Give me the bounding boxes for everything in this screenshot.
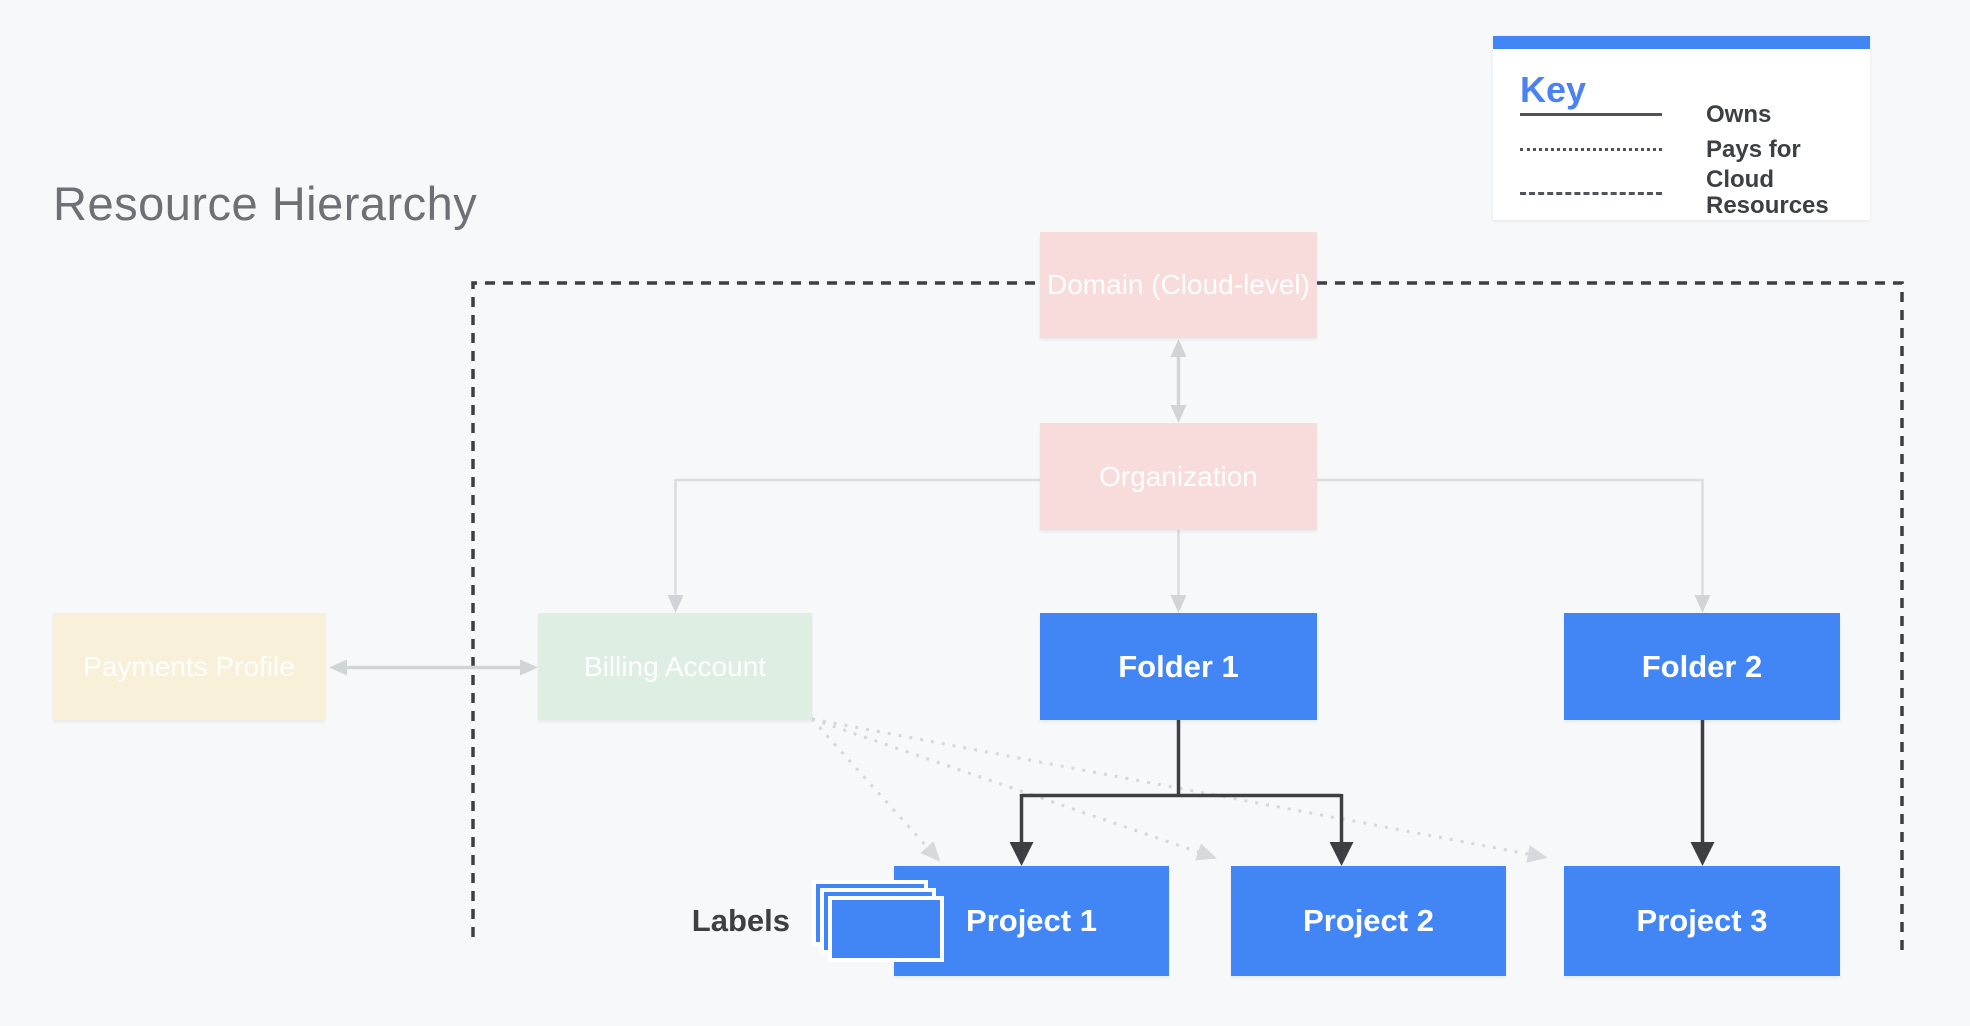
key-row-pays-for: Pays for [1493, 132, 1870, 167]
node-billing-account: Billing Account [538, 613, 812, 720]
pays-for-lines [810, 717, 1548, 863]
dashed-line-sample [1520, 191, 1662, 195]
key-accent-bar [1493, 36, 1870, 49]
dotted-line-sample [1520, 148, 1662, 151]
node-organization: Organization [1040, 423, 1317, 530]
node-project-3: Project 3 [1564, 866, 1840, 976]
labels-caption: Labels [691, 903, 790, 938]
solid-line-sample [1520, 113, 1662, 116]
pays-for-line-billing-project1 [810, 717, 941, 862]
owns-line-folder1-stem [1021, 720, 1342, 798]
node-payments-profile: Payments Profile [53, 613, 325, 720]
node-folder-2-label: Folder 2 [1641, 648, 1763, 684]
node-payments-profile-label: Payments Profile [83, 650, 295, 682]
owns-line-organization-folder2 [1317, 478, 1711, 613]
node-folder-1: Folder 1 [1040, 613, 1317, 720]
cloud-resources-boundary [471, 281, 1904, 950]
node-project-2: Project 2 [1231, 866, 1506, 976]
node-domain: Domain (Cloud-level) [1040, 232, 1317, 338]
organization-branch-lines [667, 478, 1711, 613]
node-organization-label: Organization [1099, 460, 1258, 492]
node-folder-2: Folder 2 [1564, 613, 1840, 720]
page-title: Resource Hierarchy [53, 177, 478, 230]
key-label-owns: Owns [1706, 100, 1772, 128]
label-card-front [828, 896, 944, 962]
node-project-2-label: Project 2 [1303, 903, 1434, 938]
folder-project-lines [1009, 720, 1715, 866]
node-folder-1-label: Folder 1 [1118, 648, 1239, 684]
pays-for-line-billing-project2 [811, 717, 1217, 861]
key-row-owns: Owns [1493, 97, 1870, 132]
key-title: Key [1520, 69, 1587, 110]
node-billing-account-label: Billing Account [583, 650, 767, 682]
key-label-pays-for: Pays for [1706, 135, 1801, 163]
node-project-1-label: Project 1 [966, 903, 1097, 938]
pays-for-line-billing-project3 [811, 717, 1548, 863]
node-domain-label: Domain (Cloud-level) [1047, 269, 1310, 300]
key-label-cloud-resources: Cloud Resources [1706, 166, 1829, 219]
key-card: Key Owns Pays for Cloud Resources [1493, 36, 1870, 220]
key-row-cloud-resources: Cloud Resources [1493, 167, 1870, 219]
node-project-3-label: Project 3 [1636, 903, 1768, 938]
owns-line-organization-billing [667, 478, 1040, 613]
labels-stack-icon [812, 880, 962, 968]
